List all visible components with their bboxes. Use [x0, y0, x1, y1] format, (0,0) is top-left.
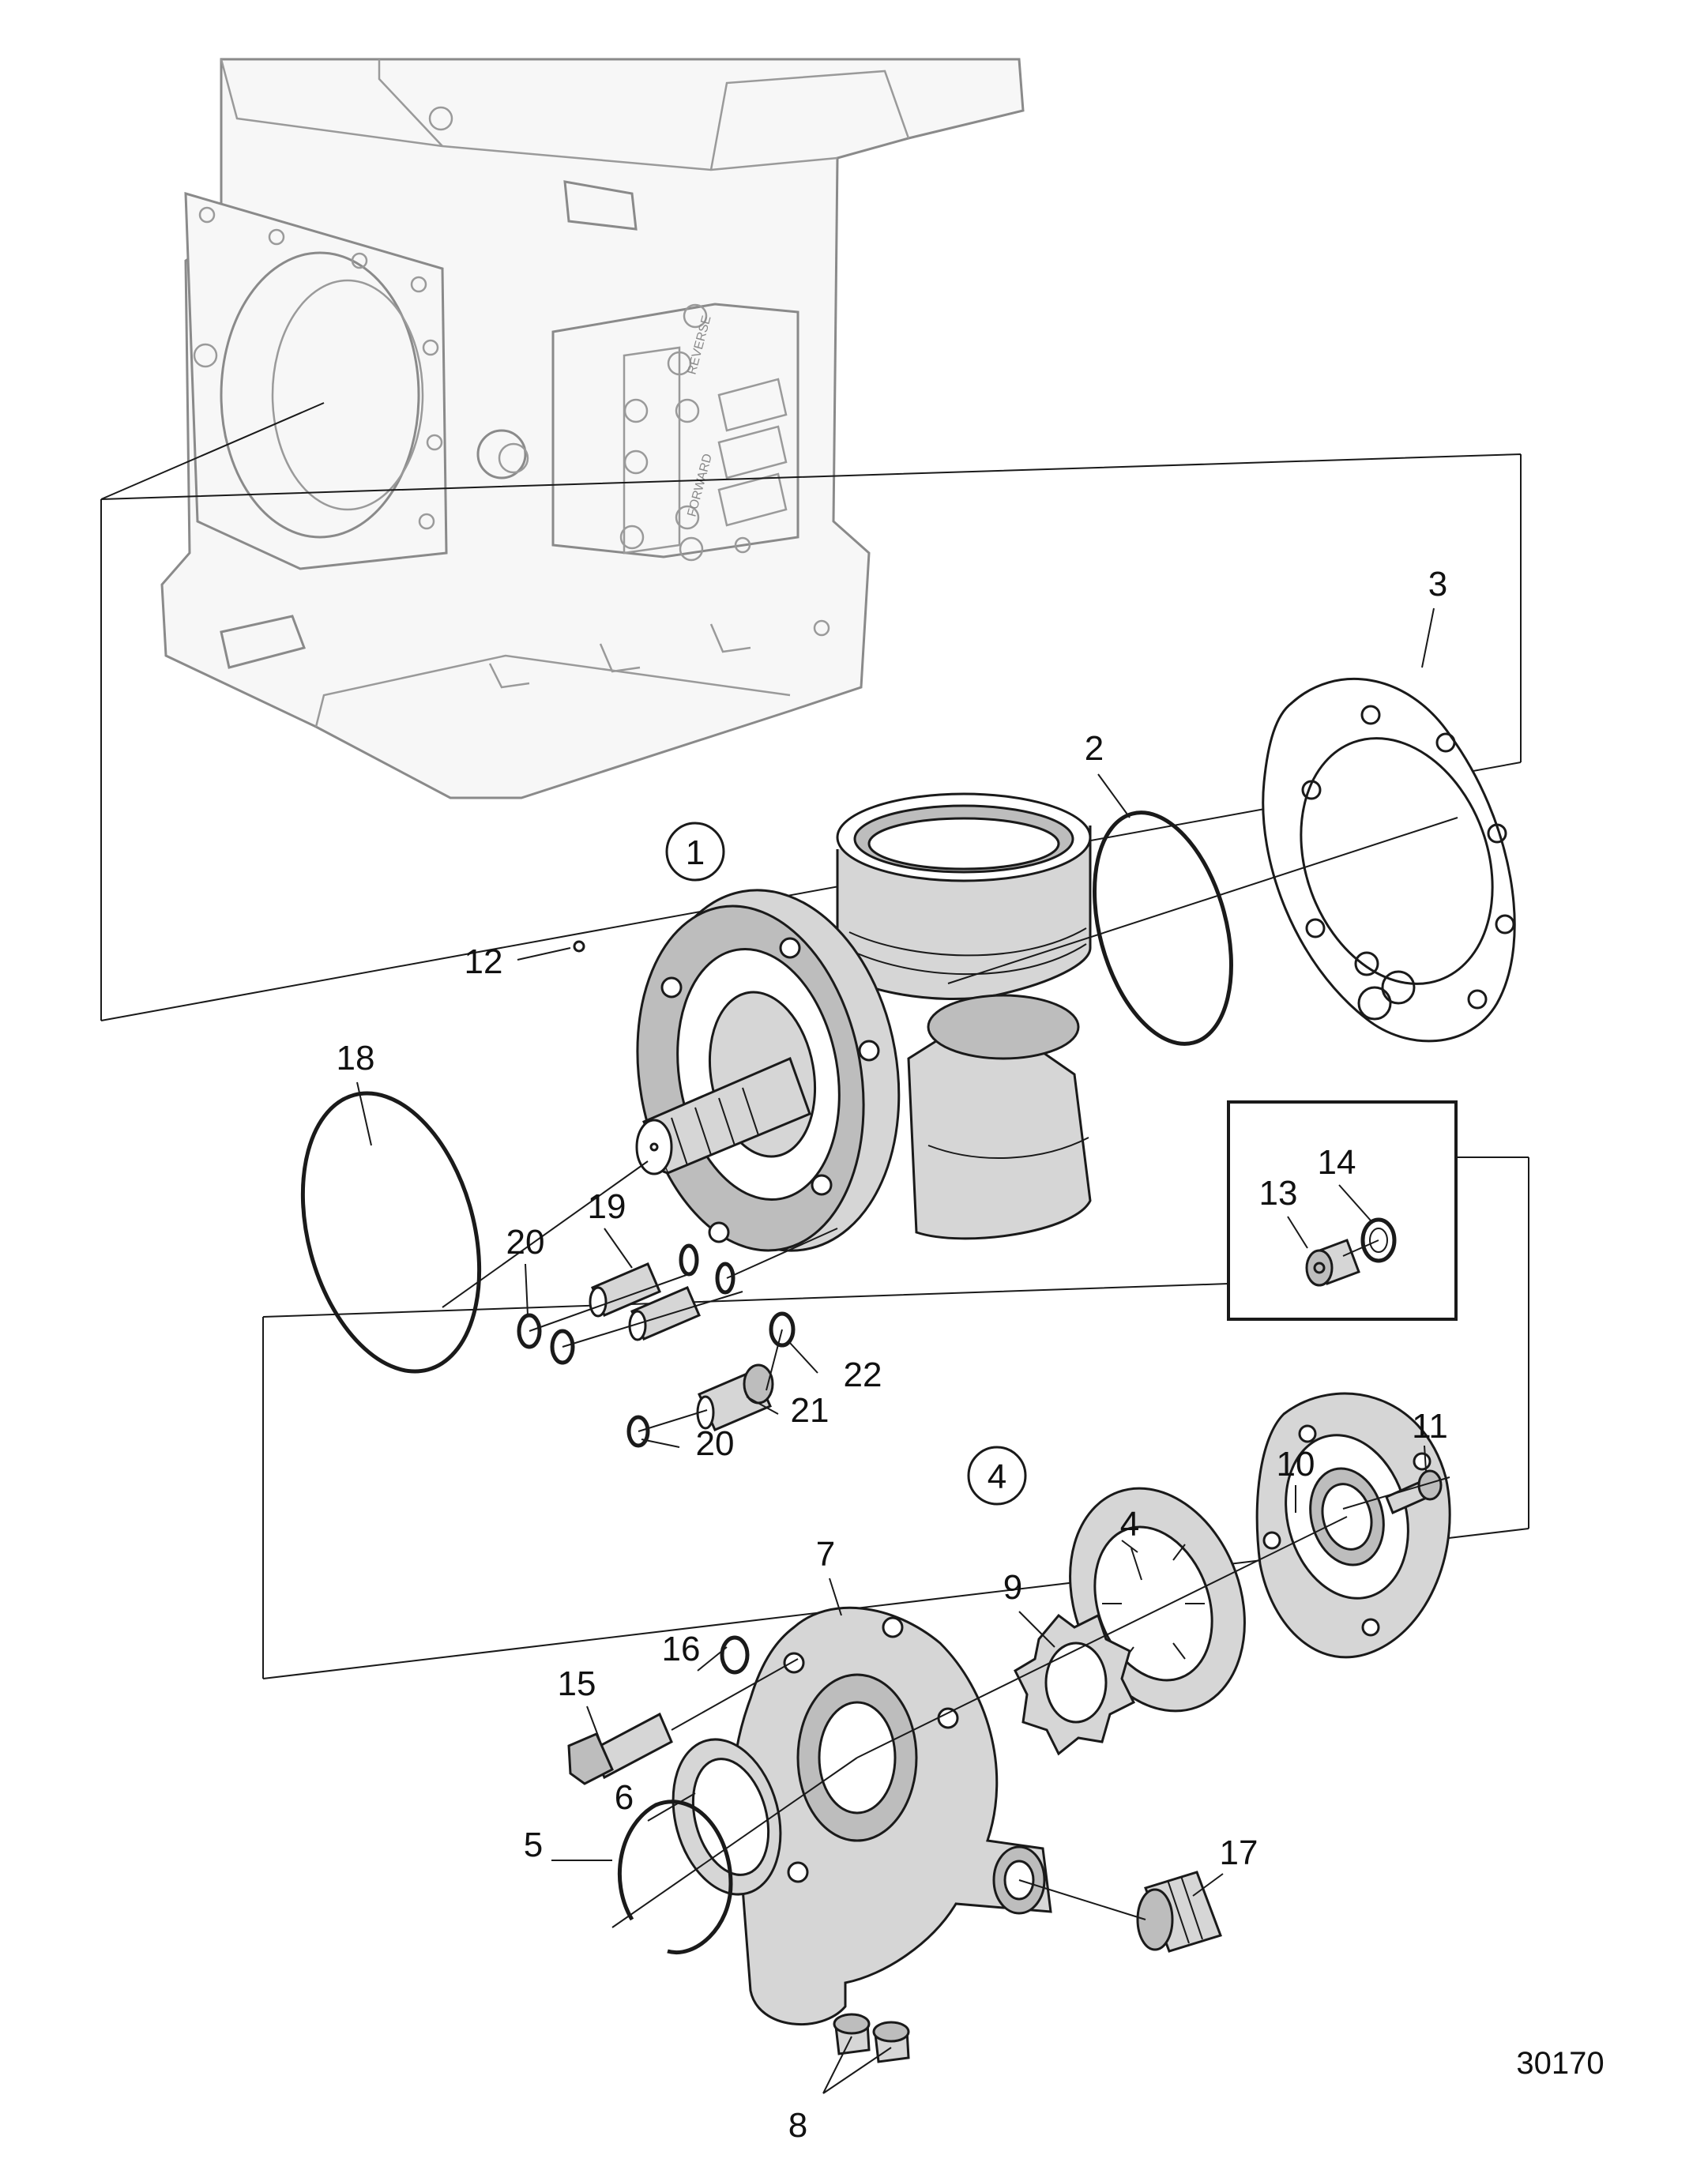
- ring-gear: [836, 792, 1092, 1001]
- circlip-5: [617, 1800, 733, 1954]
- part-label-4: 4: [1120, 1505, 1139, 1544]
- o-ring-20-upper: [517, 1313, 542, 1349]
- leader-15: [586, 1706, 601, 1743]
- group-1-bracket: [100, 453, 1522, 1021]
- inset-box: [1227, 1100, 1458, 1321]
- group-4-bracket: [262, 1156, 1529, 1679]
- o-ring-18: [300, 1091, 482, 1374]
- part-label-11: 11: [1412, 1407, 1448, 1446]
- part-label-18: 18: [337, 1039, 375, 1077]
- part-label-13: 13: [1259, 1174, 1298, 1213]
- part-label-22: 22: [844, 1356, 882, 1394]
- o-ring-22: [769, 1311, 796, 1348]
- leader-19: [604, 1228, 633, 1269]
- leader-7: [829, 1578, 842, 1616]
- pump-plate-10: [1255, 1392, 1451, 1659]
- figure-number: 30170: [1516, 2046, 1604, 2081]
- clutch-housing: [635, 889, 901, 1252]
- part-label-12: 12: [465, 942, 503, 981]
- leader-18: [356, 1081, 372, 1146]
- bevel-gear: [907, 994, 1092, 1240]
- part-label-9: 9: [1003, 1568, 1022, 1607]
- leader-20b: [641, 1439, 680, 1448]
- o-ring-20-upper-b: [550, 1329, 575, 1365]
- leader-16: [697, 1646, 728, 1672]
- part-label-15: 15: [558, 1664, 596, 1703]
- leader-8: [822, 2036, 892, 2094]
- flange-gasket: [1262, 677, 1516, 1043]
- plug-13: [1305, 1239, 1360, 1287]
- part-label-20b: 20: [696, 1424, 735, 1463]
- leader-20a: [525, 1263, 529, 1316]
- leader-12: [517, 947, 571, 961]
- leader-2: [1097, 773, 1131, 818]
- part-label-3: 3: [1428, 565, 1447, 604]
- shaft-seal-6: [672, 1738, 782, 1896]
- group-label-1: 1: [665, 822, 725, 882]
- part-label-10: 10: [1277, 1445, 1315, 1484]
- valve-plugs-19: [589, 1243, 735, 1341]
- part-label-16: 16: [662, 1630, 701, 1668]
- screw-11: [1385, 1469, 1443, 1515]
- alignment-lines: [100, 402, 1458, 1928]
- part-label-21: 21: [791, 1391, 830, 1430]
- o-ring-2: [1093, 810, 1233, 1046]
- part-label-20a: 20: [506, 1223, 545, 1262]
- leader-9: [1018, 1611, 1055, 1648]
- part-label-2: 2: [1085, 729, 1104, 768]
- washer-16: [720, 1635, 750, 1675]
- leader-4: [1131, 1548, 1142, 1581]
- leader-22: [789, 1342, 818, 1374]
- bolt-15: [567, 1712, 673, 1785]
- part-label-6: 6: [615, 1778, 634, 1817]
- plugs-8: [833, 2013, 910, 2063]
- leader-17: [1192, 1873, 1224, 1897]
- svg-text:1: 1: [686, 833, 705, 872]
- part-label-14: 14: [1318, 1143, 1356, 1182]
- fitting-17: [1136, 1871, 1222, 1953]
- svg-text:4: 4: [988, 1457, 1006, 1496]
- group-label-4: 4: [967, 1446, 1027, 1506]
- part-label-5: 5: [524, 1826, 543, 1864]
- leader-6: [647, 1792, 696, 1822]
- part-label-7: 7: [816, 1535, 835, 1574]
- leader-14: [1338, 1184, 1371, 1221]
- seal-washer-14: [1360, 1217, 1397, 1263]
- o-ring-20-lower: [626, 1415, 650, 1448]
- leader-11: [1424, 1445, 1427, 1472]
- part-label-8: 8: [788, 2106, 807, 2145]
- check-ball-12: [573, 940, 585, 953]
- part-label-17: 17: [1220, 1833, 1258, 1872]
- transmission-housing: REVERSE FORWARD: [160, 58, 1025, 799]
- part-label-19: 19: [588, 1187, 626, 1226]
- inner-rotor-9: [1014, 1613, 1136, 1756]
- leader-3: [1421, 607, 1435, 668]
- valve-plug-21: [696, 1363, 774, 1431]
- leader-13: [1287, 1216, 1308, 1249]
- leader-21: [746, 1396, 779, 1415]
